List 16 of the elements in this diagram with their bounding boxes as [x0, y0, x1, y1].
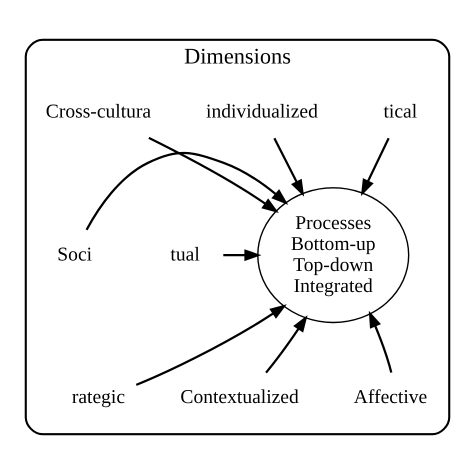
- arrow: [264, 315, 308, 374]
- node-text: Affective: [353, 387, 427, 408]
- arrow: [272, 138, 304, 197]
- node-text: Cross-cultura: [45, 102, 151, 123]
- arrow: [85, 152, 288, 230]
- arrow: [222, 249, 261, 262]
- node-text: tical: [382, 102, 417, 123]
- arrow: [360, 138, 390, 196]
- node-text: rategic: [71, 387, 125, 408]
- arrow: [135, 304, 286, 386]
- node-text: Soci: [56, 244, 92, 266]
- arrow: [368, 310, 392, 373]
- node-text: Contextualized: [180, 387, 298, 408]
- node-text: tual: [170, 244, 200, 266]
- arrow: [148, 136, 278, 213]
- node-text: individualized: [206, 102, 318, 123]
